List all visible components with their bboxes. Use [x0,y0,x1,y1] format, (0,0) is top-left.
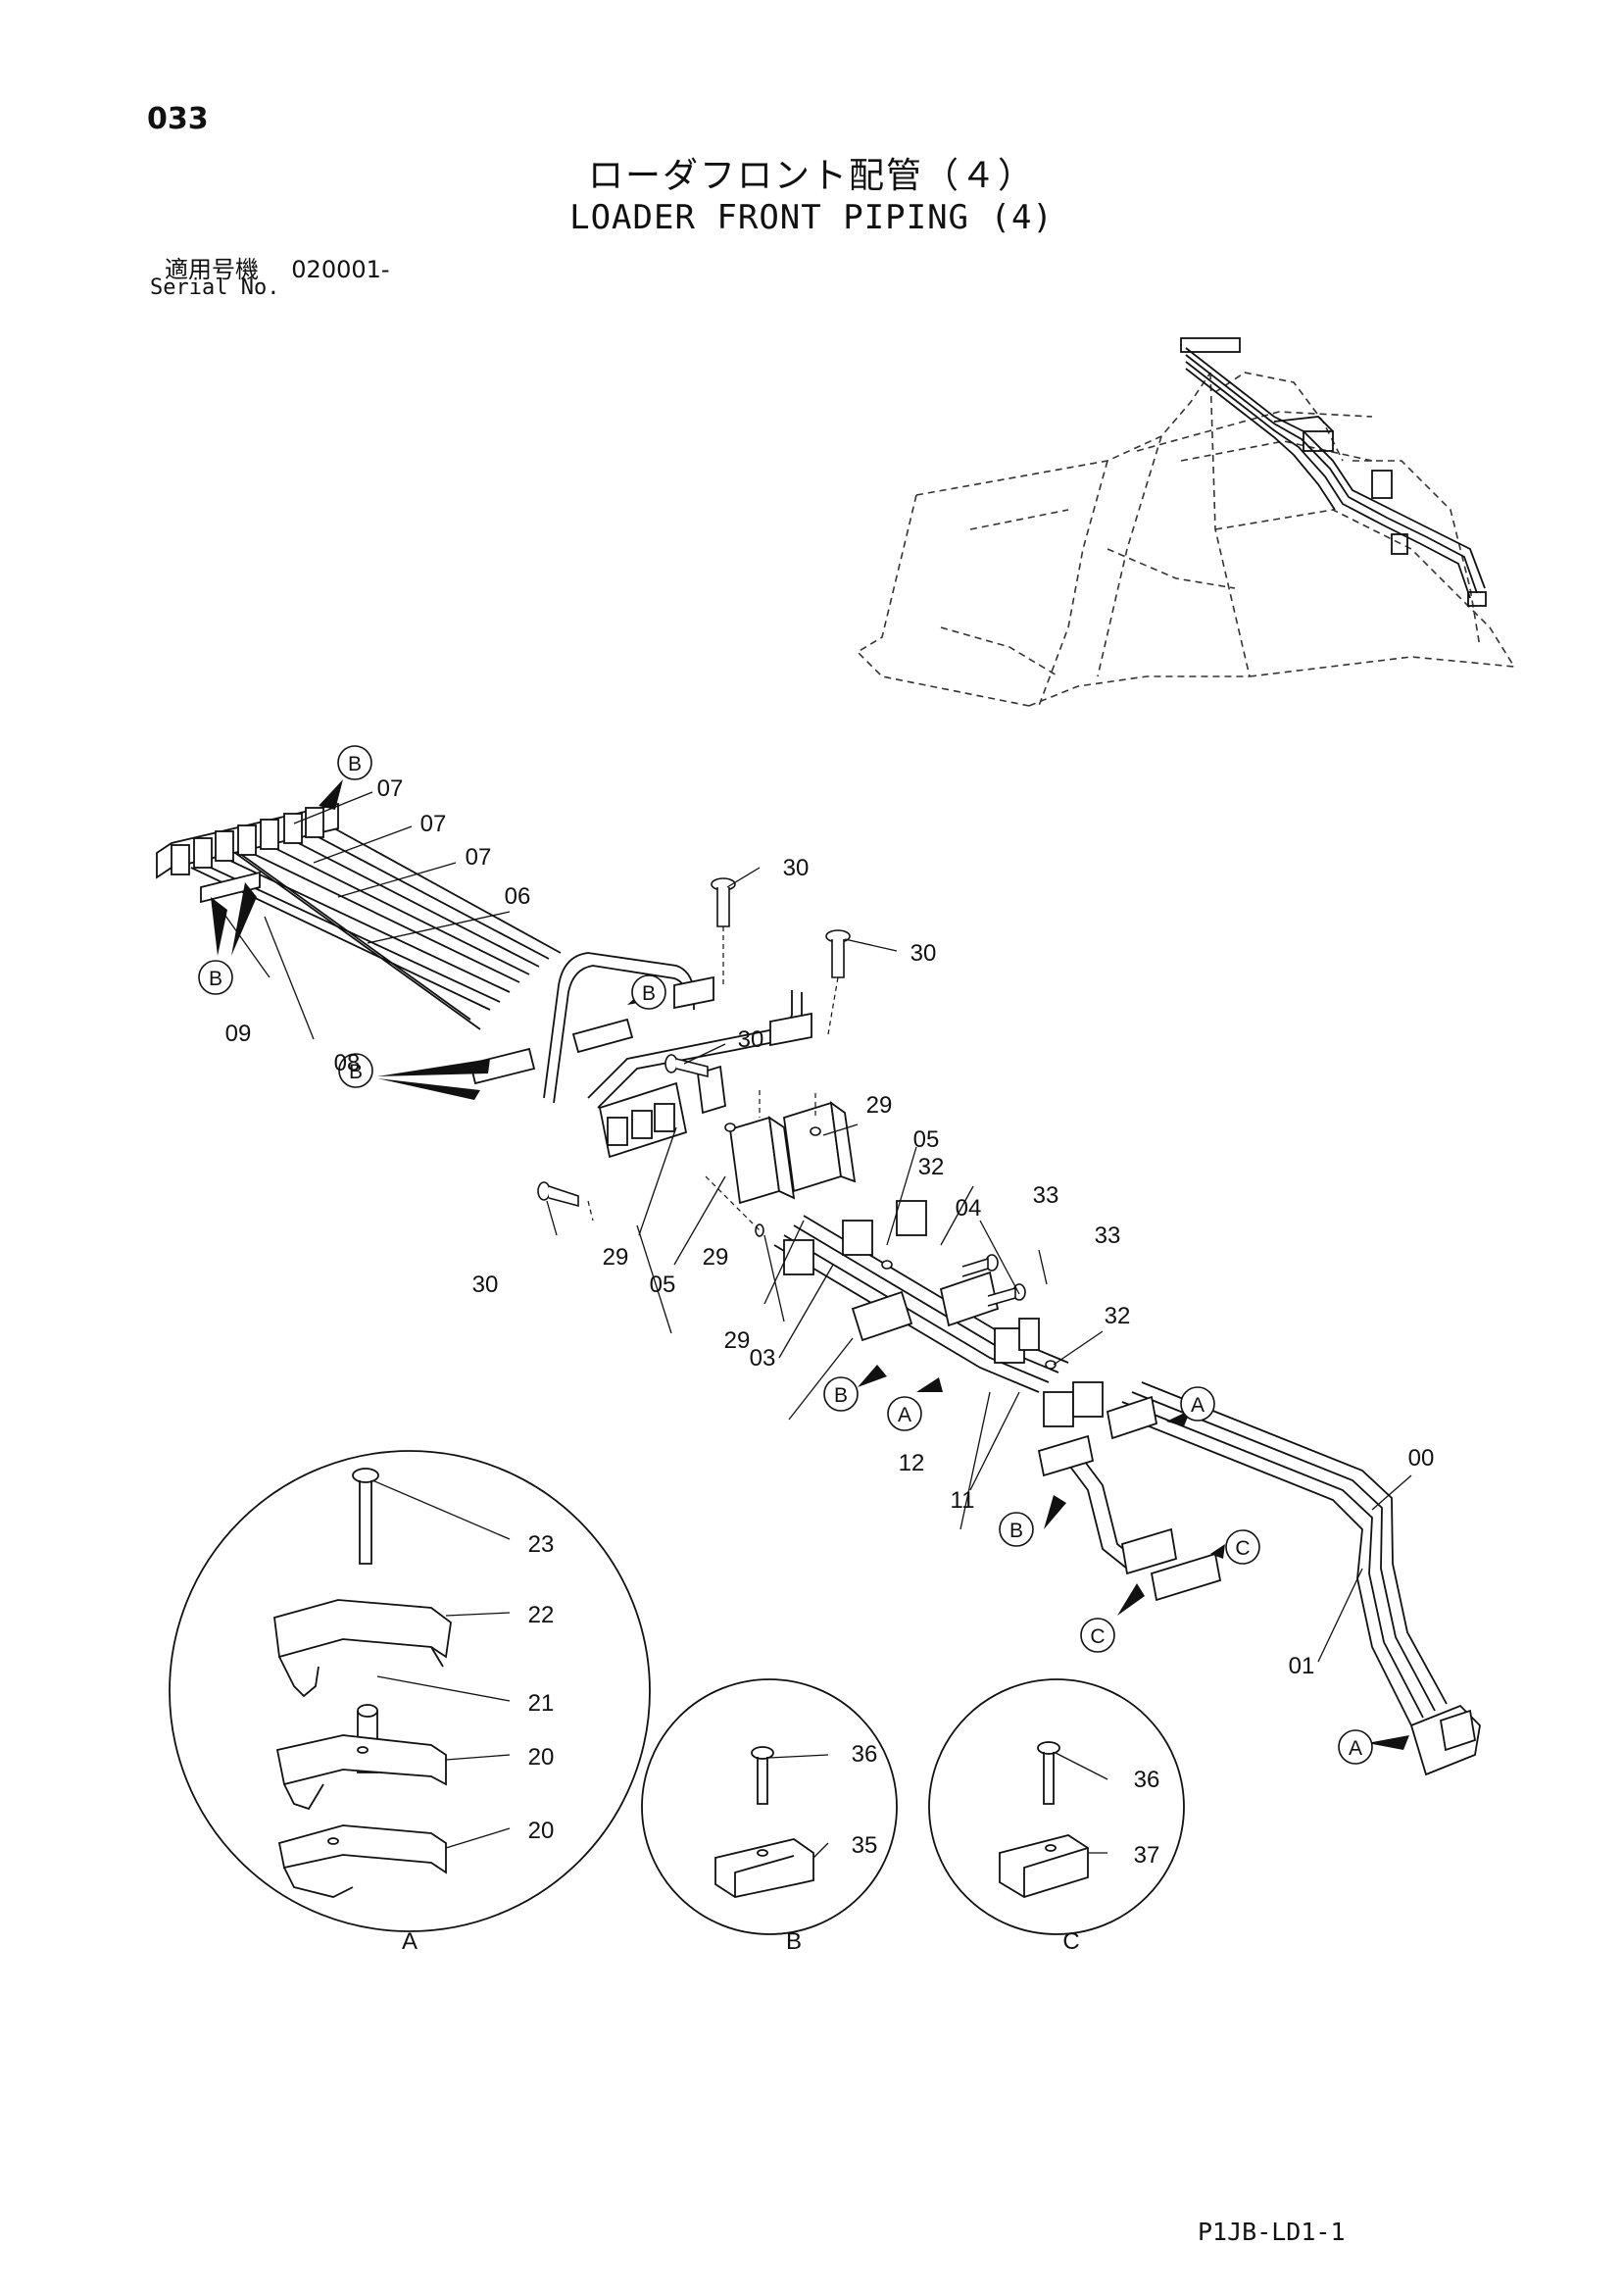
part-number-07: 07 [377,775,404,802]
part-number-03: 03 [750,1345,776,1372]
detail-b-part-35: 35 [852,1832,878,1859]
part-number-06: 06 [505,883,531,910]
leader-lines [215,791,1412,1663]
serial-value: 020001- [291,256,390,283]
part-number-04: 04 [956,1195,982,1222]
part-number-29: 29 [703,1244,729,1271]
detail-leader-lines [371,1479,1108,1859]
detail-c-part-36: 36 [1134,1767,1160,1793]
serial-applicability: 適用号機 020001- [165,250,390,284]
serial-label-english: Serial No. [150,275,280,300]
callout-marker-c: C [1090,1625,1105,1648]
part-number-29: 29 [603,1244,629,1271]
callout-marker-b: B [209,968,222,990]
clamp-blocks [156,802,1481,1776]
detail-view-b [641,1678,898,1935]
part-number-12: 12 [899,1450,925,1476]
part-number-29: 29 [866,1092,893,1119]
part-number-00: 00 [1408,1445,1435,1472]
dashed-assembly-lines [587,926,839,1231]
pipe-bundle [190,823,1448,1726]
part-number-30: 30 [472,1272,499,1298]
detail-view-label-a: A [402,1928,418,1955]
part-number-32: 32 [918,1154,945,1180]
part-number-32: 32 [1105,1303,1131,1329]
part-number-07: 07 [420,811,447,837]
detail-a-part-23: 23 [528,1531,555,1558]
callout-marker-b: B [1009,1520,1023,1542]
detail-c-part-37: 37 [1134,1842,1160,1869]
callout-marker-b: B [349,1061,363,1083]
detail-view-label-c: C [1062,1928,1079,1955]
callout-marker-b: B [348,753,362,775]
detail-view-label-b: B [786,1928,802,1955]
detail-a-part-20: 20 [528,1744,555,1771]
part-number-33: 33 [1095,1223,1121,1249]
part-number-05: 05 [913,1126,940,1153]
detail-b-part-36: 36 [852,1741,878,1768]
detail-a-part-20: 20 [528,1818,555,1844]
detail-view-c [928,1678,1185,1935]
callout-marker-labels: A A A B B B B B B C C [209,753,1362,1760]
page-number: 033 [147,102,209,136]
page-title-japanese: ローダフロント配管（４） [587,156,1035,196]
part-number-labels: 00 01 03 04 05 05 06 07 07 07 08 09 11 12 29 29 29 29 30 30… [225,775,1435,1679]
overview-pipes-highlight [1180,337,1487,607]
part-number-05: 05 [650,1272,676,1298]
part-number-30: 30 [910,940,937,967]
part-number-01: 01 [1289,1653,1315,1679]
part-number-30: 30 [738,1026,764,1053]
callout-marker-a: A [898,1404,911,1426]
detail-view-a [169,1450,651,1932]
document-code: P1JB-LD1-1 [1198,2218,1346,2246]
part-number-29: 29 [724,1327,751,1354]
part-number-07: 07 [466,844,492,871]
callout-marker-a: A [1191,1394,1205,1417]
loader-overview-illustration [856,372,1515,707]
detail-a-part-22: 22 [528,1602,555,1628]
part-number-33: 33 [1033,1182,1059,1209]
callout-marker-b: B [834,1384,848,1407]
part-number-08: 08 [334,1050,361,1076]
detail-part-labels: 23 22 21 20 20 36 35 36 37A B C [402,1531,1159,1955]
part-number-09: 09 [225,1021,252,1047]
detail-a-part-21: 21 [528,1690,555,1717]
callout-marker-a: A [1349,1737,1362,1760]
page-title-english: LOADER FRONT PIPING (4) [569,198,1054,237]
serial-label-japanese: 適用号機 [165,256,259,283]
callout-marker-b: B [642,982,656,1005]
part-number-30: 30 [783,855,810,881]
callout-circles [198,745,1373,1765]
callout-marker-c: C [1235,1537,1250,1560]
part-number-11: 11 [951,1487,975,1514]
